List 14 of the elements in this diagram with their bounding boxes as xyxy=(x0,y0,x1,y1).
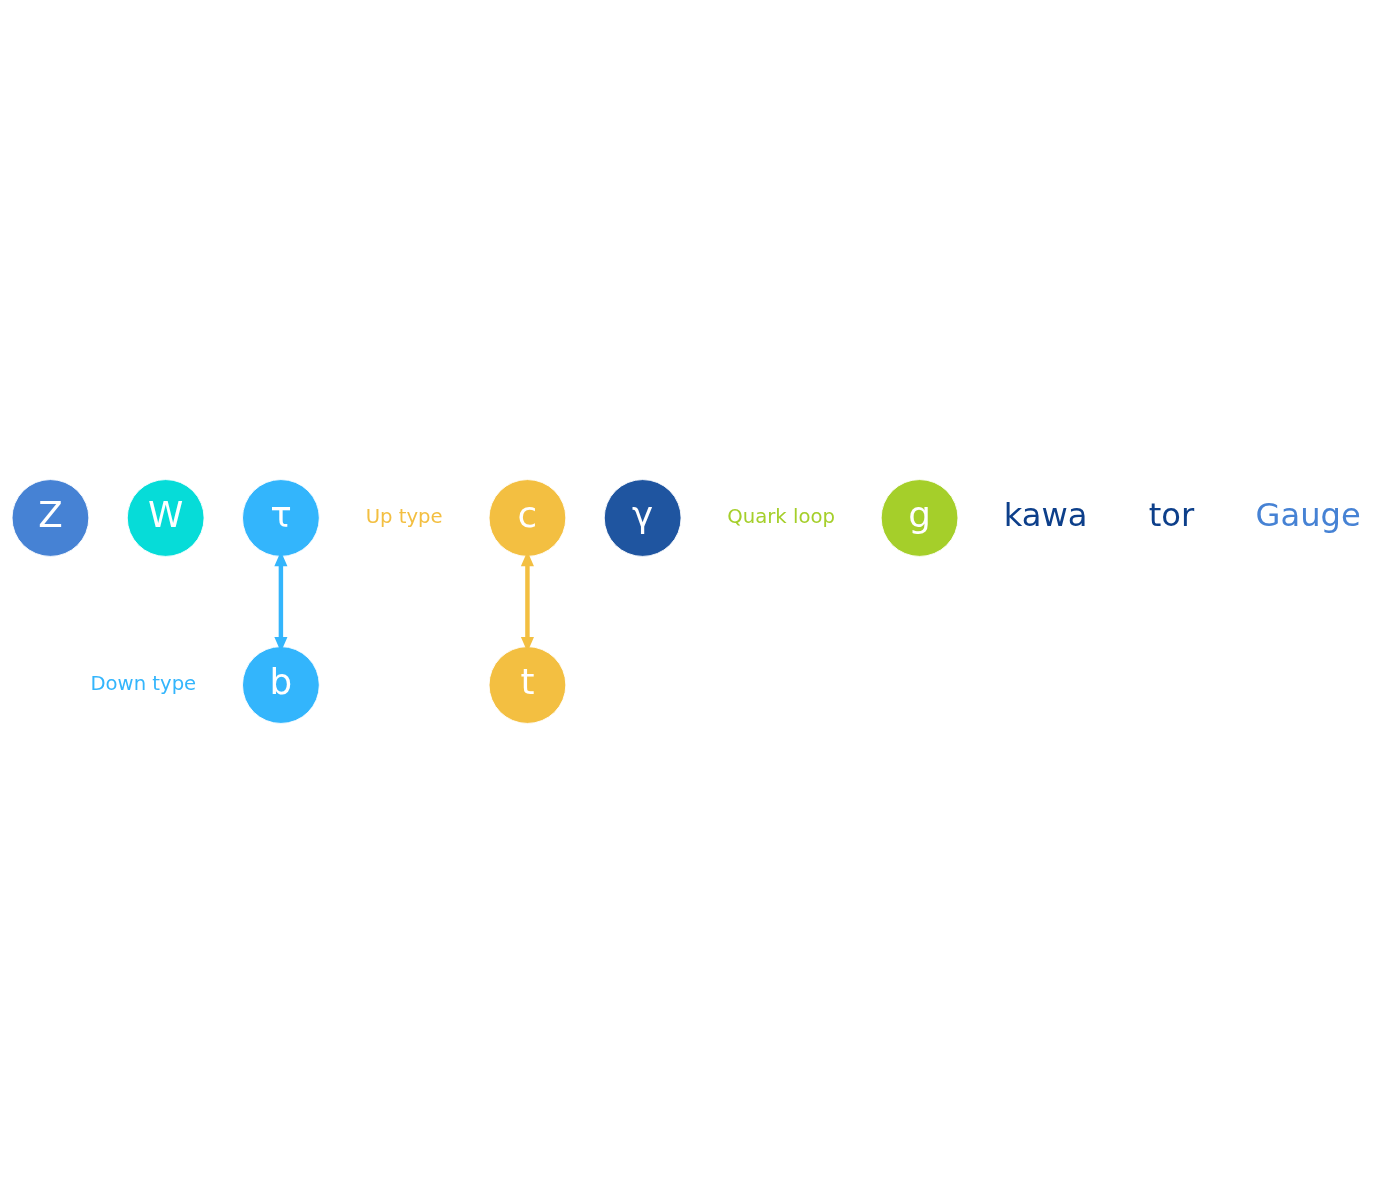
node-circle: c xyxy=(488,479,567,557)
node-circle: Z xyxy=(11,479,90,557)
label: kawa xyxy=(1003,495,1088,534)
node-circle: g xyxy=(880,479,959,557)
node-label: Up type xyxy=(365,504,443,528)
node-circle: W xyxy=(126,479,205,557)
node-circle: t xyxy=(488,646,567,724)
node-label: Down type xyxy=(90,672,197,696)
node-label: Quark loop xyxy=(727,504,835,528)
label: tor xyxy=(1148,495,1195,534)
node-circle: γ xyxy=(603,479,682,557)
node-circle: τ xyxy=(242,479,320,557)
label: Gauge xyxy=(1255,495,1361,534)
node-circle: b xyxy=(242,646,320,724)
